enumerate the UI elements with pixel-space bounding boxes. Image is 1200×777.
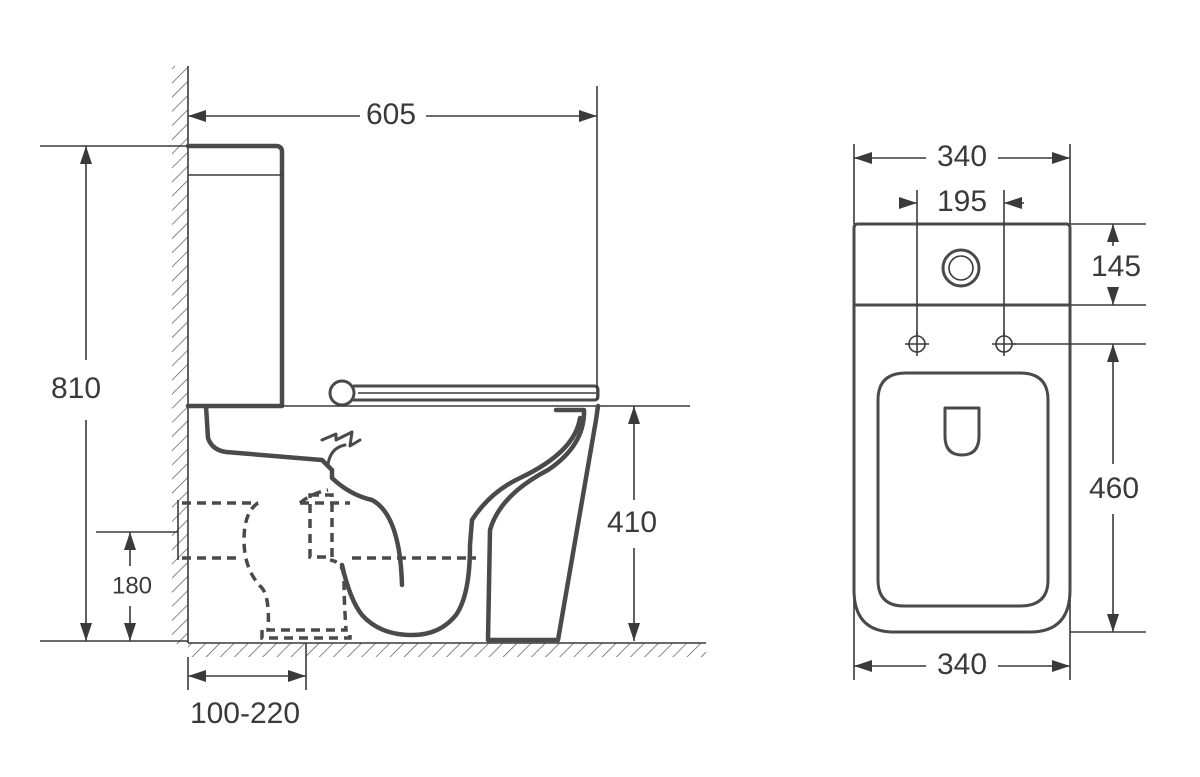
dim-label-180: 180 <box>112 572 152 599</box>
dim-180: 180 <box>96 531 178 641</box>
dim-label-605: 605 <box>366 98 416 131</box>
top-outline <box>852 222 1072 634</box>
dim-label-340-top: 340 <box>937 140 987 173</box>
siphon-lip <box>320 430 362 448</box>
floor <box>188 642 706 657</box>
dim-145: 145 <box>1070 223 1146 306</box>
dim-label-145: 145 <box>1091 250 1141 283</box>
drain-opening <box>943 406 981 457</box>
dim-label-100-220: 100-220 <box>190 697 300 730</box>
dim-label-810: 810 <box>51 372 101 405</box>
dim-195: 195 <box>899 185 1024 336</box>
dim-label-195: 195 <box>937 185 987 218</box>
dim-340-top: 340 <box>853 140 1071 224</box>
wall <box>172 66 189 644</box>
bowl-body <box>485 403 601 643</box>
side-view: 605 810 180 410 <box>40 66 706 730</box>
top-view: 340 195 145 <box>852 140 1146 681</box>
outlet-pipe-dashed <box>177 488 476 640</box>
dim-410: 410 <box>607 406 657 641</box>
cistern <box>185 143 285 409</box>
trap-inner <box>203 403 405 588</box>
dim-label-410: 410 <box>607 506 657 539</box>
dim-460: 460 <box>1012 343 1146 633</box>
bowl-inner <box>876 371 1050 608</box>
dim-605: 605 <box>188 86 598 400</box>
dim-810: 810 <box>40 145 188 642</box>
dim-340-bottom: 340 <box>853 600 1071 681</box>
dim-label-460: 460 <box>1089 472 1139 505</box>
flush-button <box>941 248 981 288</box>
dim-label-340-bottom: 340 <box>937 648 987 681</box>
seat <box>328 379 600 407</box>
trap-curve <box>339 415 583 638</box>
inlet-lip <box>326 443 347 467</box>
dim-100-220: 100-220 <box>187 643 307 730</box>
